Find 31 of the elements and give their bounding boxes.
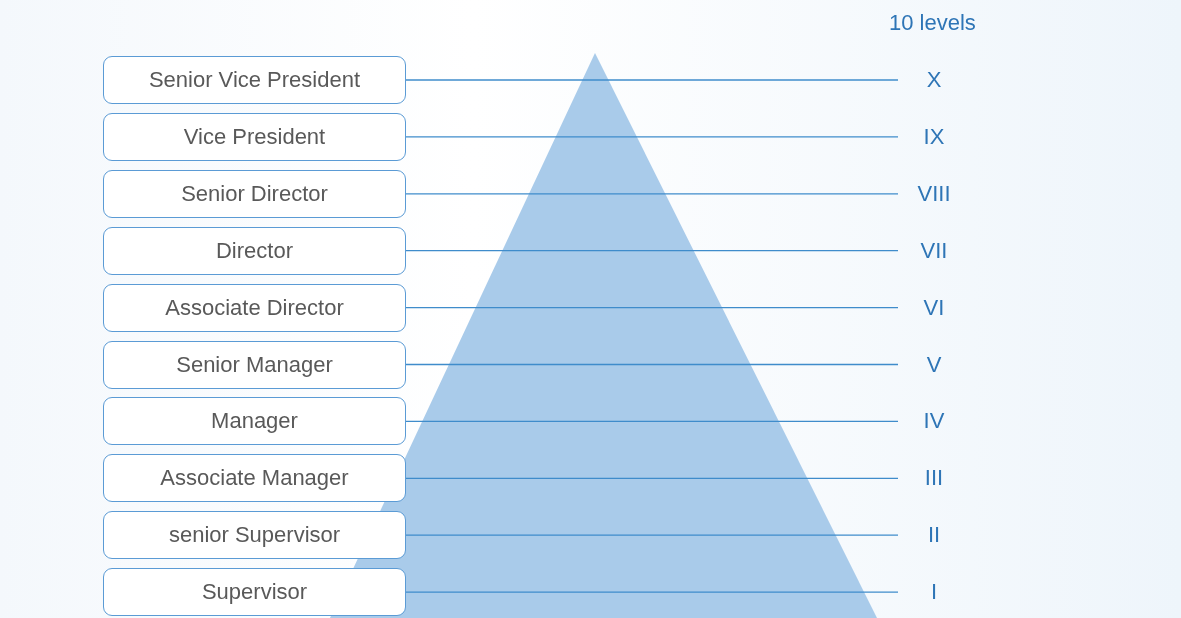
level-title-box: senior Supervisor <box>103 511 406 560</box>
level-title-box: Associate Director <box>103 283 406 332</box>
connector-line <box>405 306 899 309</box>
connector-line <box>405 136 899 138</box>
level-title-box: Senior Manager <box>103 340 406 389</box>
connector-line <box>405 477 899 479</box>
levels-heading: 10 levels <box>889 10 976 36</box>
level-numeral: IV <box>898 408 970 435</box>
connector-line <box>405 534 899 536</box>
level-title-box: Vice President <box>103 112 406 161</box>
level-title-box: Associate Manager <box>103 454 406 503</box>
level-title-box: Supervisor <box>103 568 406 617</box>
level-numeral: IX <box>898 123 970 150</box>
level-numeral: VI <box>898 294 970 321</box>
connector-line <box>405 591 899 593</box>
level-title-box: Senior Vice President <box>103 56 406 104</box>
connector-line <box>405 250 899 252</box>
level-numeral: X <box>898 67 970 93</box>
level-numeral: I <box>898 579 970 606</box>
level-numeral: III <box>898 465 970 492</box>
level-title-box: Director <box>103 226 406 275</box>
connector-line <box>405 363 899 366</box>
level-numeral: V <box>898 351 970 378</box>
level-numeral: VIII <box>898 180 970 207</box>
connector-line <box>405 420 899 423</box>
level-numeral: II <box>898 522 970 549</box>
level-numeral: VII <box>898 237 970 264</box>
level-title-box: Manager <box>103 397 406 446</box>
connector-line <box>405 79 899 81</box>
connector-line <box>405 193 899 195</box>
level-title-box: Senior Director <box>103 169 406 218</box>
